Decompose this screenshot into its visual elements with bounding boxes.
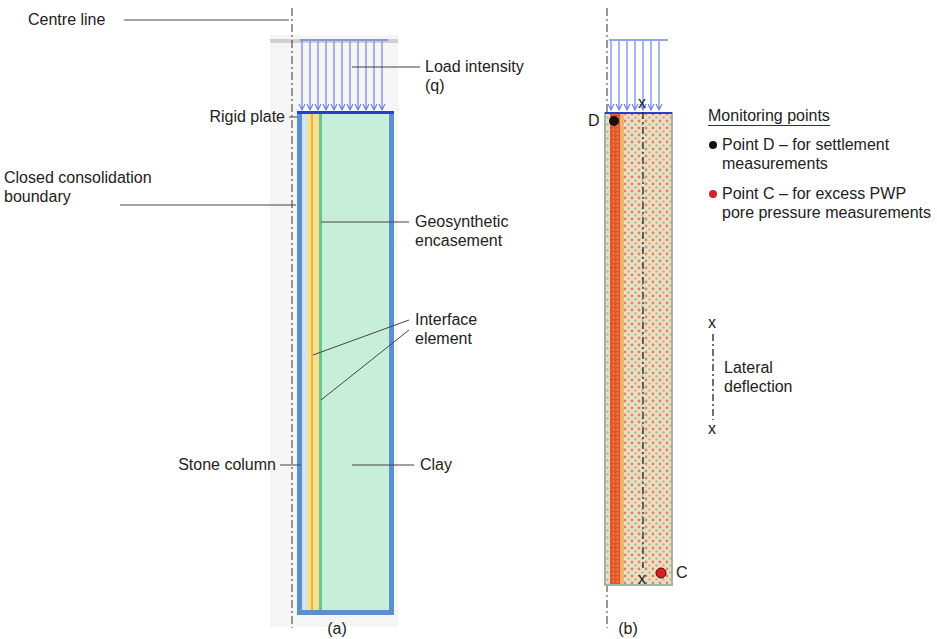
boundary: [389, 113, 394, 615]
callout-label: Interface element: [415, 311, 477, 347]
load-arrow: [307, 41, 313, 110]
label-holder: C: [676, 563, 696, 582]
label-holder: D: [588, 111, 608, 130]
deflection-marker: x: [708, 420, 716, 437]
callout-label: Rigid plate: [209, 108, 285, 125]
legend-heading: Monitoring points: [708, 107, 830, 126]
load-arrow: [632, 41, 638, 110]
centre-line: [292, 8, 293, 628]
label-holder: Interface element: [415, 310, 515, 348]
callout-label: Clay: [420, 456, 452, 473]
load-arrow: [355, 41, 361, 110]
label-holder: Rigid plate: [170, 107, 285, 126]
stone-column: [302, 113, 307, 612]
column-zone: [610, 114, 620, 584]
label-holder: Stone column: [80, 455, 276, 474]
label-holder: x: [638, 569, 652, 588]
load-arrow: [299, 41, 305, 110]
panel-label: (a): [327, 620, 347, 637]
callout-label: Load intensity (q): [425, 58, 524, 94]
label-holder: Geosynthetic encasement: [415, 212, 535, 250]
clay-zone: [322, 113, 390, 612]
legend-dot: [709, 141, 717, 149]
load-arrow: [656, 41, 662, 110]
deflection-line: [642, 112, 643, 568]
legend-line: [712, 334, 713, 420]
point-d: [609, 116, 619, 126]
label-holder: (b): [608, 619, 648, 638]
label-holder: x: [708, 419, 722, 438]
load-arrow: [339, 41, 345, 110]
label-holder: Centre line: [28, 10, 128, 29]
boundary: [297, 113, 302, 615]
callout-label: Geosynthetic encasement: [415, 213, 508, 249]
deflection-marker: x: [708, 314, 716, 331]
deflection-marker: x: [638, 94, 646, 111]
load-arrow: [648, 41, 654, 110]
load-arrow: [331, 41, 337, 110]
legend-text: Point D – for settlement measurements: [722, 135, 932, 173]
load-arrow: [624, 41, 630, 110]
legend-dot: [709, 190, 717, 198]
point-c: [656, 568, 666, 578]
load-arrow: [363, 41, 369, 110]
panel-label: (b): [618, 620, 638, 637]
callout-label: Closed consolidation boundary: [4, 169, 152, 205]
label-holder: Clay: [420, 455, 500, 474]
load-arrow: [347, 41, 353, 110]
load-arrows: [608, 41, 662, 110]
load-arrow: [323, 41, 329, 110]
label-holder: Monitoring points: [708, 106, 908, 125]
label-holder: x: [638, 93, 652, 112]
load-arrows: [299, 41, 385, 110]
leader-lines: [120, 20, 420, 465]
legend-text: Point C – for excess PWP pore pressure m…: [722, 184, 932, 222]
interface-element: [319, 113, 322, 612]
label-holder: Closed consolidation boundary: [4, 168, 194, 206]
deflection-marker: x: [638, 570, 646, 587]
point-label: C: [676, 564, 688, 581]
callout-label: Centre line: [28, 11, 105, 28]
legend-text: Lateral deflection: [724, 358, 834, 396]
point-label: D: [588, 112, 600, 129]
load-arrow: [315, 41, 321, 110]
label-holder: Load intensity (q): [425, 57, 525, 95]
load-arrow: [379, 41, 385, 110]
load-arrow: [608, 41, 614, 110]
encasement-zone: [307, 113, 319, 612]
load-arrow: [616, 41, 622, 110]
callout-label: Stone column: [178, 456, 276, 473]
label-holder: x: [708, 313, 722, 332]
label-holder: (a): [317, 619, 357, 638]
deformed-mesh: [605, 113, 672, 585]
rigid-plate: [297, 111, 394, 114]
load-arrow: [371, 41, 377, 110]
